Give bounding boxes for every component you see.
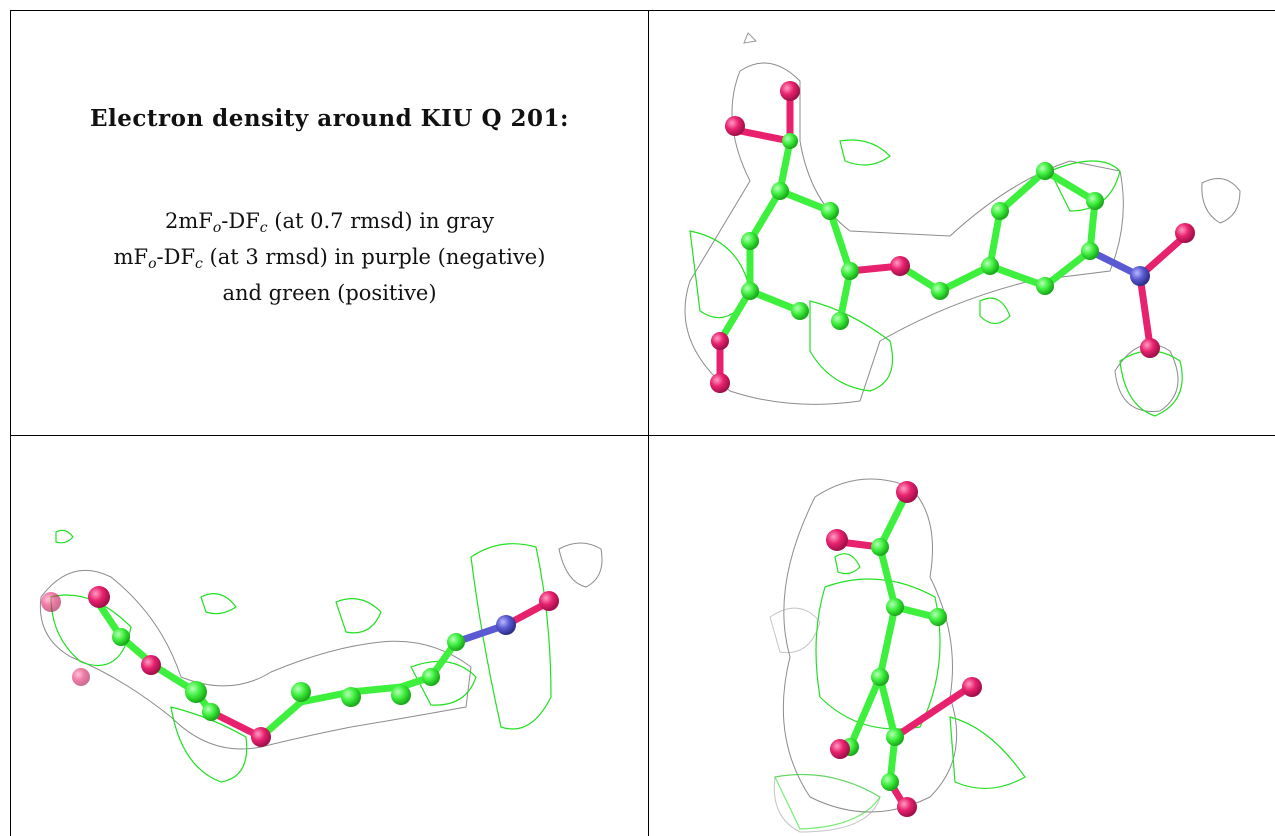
- legend-line-colors: and green (positive): [222, 281, 437, 305]
- legend-line-fo: mFo-DFc (at 3 rmsd) in purple (negative): [113, 245, 546, 272]
- ligand-bonds: [97, 598, 553, 741]
- table-border-left: [10, 10, 11, 836]
- ligand-atoms: [41, 586, 559, 747]
- density-view-1: [650, 11, 1274, 434]
- green-positive-density-mesh: [774, 553, 1026, 830]
- ligand-atoms: [826, 481, 982, 817]
- density-view-2: [11, 437, 648, 834]
- gray-density-mesh: [769, 478, 958, 833]
- green-positive-density-mesh: [689, 139, 1183, 417]
- description-panel: Electron density around KIU Q 201: 2mFo-…: [11, 11, 648, 434]
- density-legend: 2mFo-DFc (at 0.7 rmsd) in gray mFo-DFc (…: [11, 207, 648, 308]
- panel-title: Electron density around KIU Q 201:: [89, 105, 570, 132]
- ligand-atoms: [710, 81, 1195, 393]
- table-divider-vertical: [648, 10, 649, 836]
- table-border-top: [10, 10, 1275, 11]
- ligand-bonds: [836, 493, 974, 811]
- density-view-3: [650, 437, 1274, 834]
- green-positive-density-mesh: [50, 529, 552, 783]
- table-divider-horizontal: [10, 435, 1275, 436]
- gray-density-mesh: [39, 542, 603, 750]
- gray-density-mesh: [684, 62, 1241, 412]
- stray-density-fragment: [743, 32, 758, 44]
- legend-line-2fo: 2mFo-DFc (at 0.7 rmsd) in gray: [164, 209, 495, 236]
